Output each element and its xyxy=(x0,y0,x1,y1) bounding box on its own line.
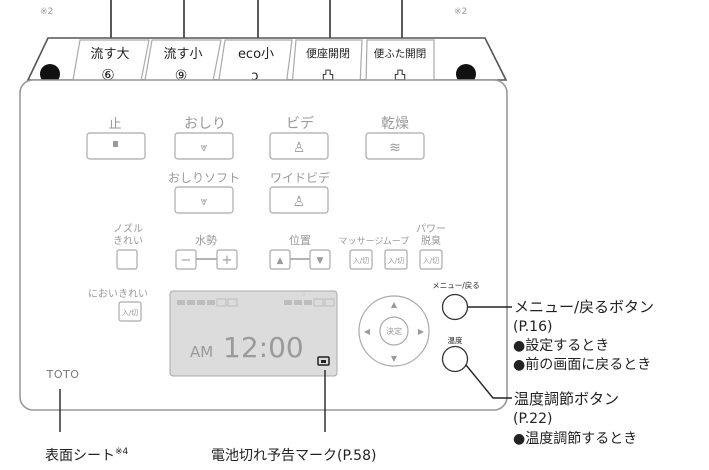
oshiri-soft-label: おしりソフト xyxy=(168,171,240,185)
surface-sheet-callout: 表面シート※4 xyxy=(45,447,129,464)
oshiri-button[interactable] xyxy=(174,132,234,160)
note-left: ※2 xyxy=(40,7,53,17)
position-down-button[interactable] xyxy=(309,249,331,270)
note-right: ※2 xyxy=(454,7,467,17)
decide-label: 決定 xyxy=(386,326,402,336)
battery-callout-page: (P.58) xyxy=(337,448,376,464)
stop-icon xyxy=(113,141,118,147)
oshiri-spray-icon: ⩔ xyxy=(201,140,208,154)
bidet-label: ビデ xyxy=(286,115,314,132)
flush-large-label: 流す大 xyxy=(90,47,129,62)
wide-bidet-label: ワイドビデ xyxy=(270,170,330,185)
odor-label: においきれい xyxy=(88,288,148,300)
menu-callout-bullet1: ●設定するとき xyxy=(513,338,609,354)
nozzle-label-1: ノズル xyxy=(113,222,143,235)
plus-icon: + xyxy=(222,253,233,268)
top-button-eco-small[interactable]: eco小 ↄ xyxy=(217,39,293,87)
triangle-up-icon: ▲ xyxy=(277,256,284,266)
menu-callout-title: メニュー/戻るボタン xyxy=(514,298,654,316)
bidet-button[interactable] xyxy=(269,132,329,160)
battery-warning-fill xyxy=(321,360,326,363)
decide-button[interactable] xyxy=(379,316,409,346)
surface-sheet-note: ※4 xyxy=(115,447,129,457)
battery-warning-icon xyxy=(317,356,330,366)
lcd-time: 12:00 xyxy=(223,331,304,364)
top-button-seat[interactable]: 便座開閉 凸 xyxy=(291,39,363,87)
callout-lines xyxy=(59,306,512,432)
triangle-down-icon: ▼ xyxy=(317,256,324,266)
temp-button[interactable] xyxy=(441,345,469,373)
power-deodorize-button[interactable] xyxy=(419,249,443,270)
menu-callout-bullet2: ●前の画面に戻るとき xyxy=(513,356,651,373)
temperature-level-bars: ⁘ xyxy=(284,291,335,307)
nozzle-clean-button[interactable] xyxy=(116,249,138,270)
dry-label: 乾燥 xyxy=(381,116,409,132)
wide-bidet-button[interactable] xyxy=(269,186,329,214)
stop-label: 止 xyxy=(108,117,121,132)
flush-small-label: 流す小 xyxy=(163,47,202,62)
lcd-display xyxy=(169,290,338,377)
seat-label: 便座開閉 xyxy=(306,46,350,60)
move-button[interactable] xyxy=(384,249,408,270)
wide-bidet-icon: ♙ xyxy=(293,194,306,210)
top-button-lid[interactable]: 便ふた開閉 凸 xyxy=(365,39,435,87)
move-toggle-text: 入/切 xyxy=(388,257,404,265)
battery-callout-text: 電池切れ予告マーク xyxy=(211,448,337,464)
temp-small-label: 温度 xyxy=(448,335,463,345)
water-level-bars xyxy=(177,298,238,307)
left-black-dot xyxy=(40,64,60,84)
massage-toggle-text: 入/切 xyxy=(353,257,369,265)
odor-toggle-text: 入/切 xyxy=(122,309,138,317)
temp-callout-page: (P.22) xyxy=(513,411,552,427)
dry-icon: ≋ xyxy=(389,140,401,156)
water-force-label: 水勢 xyxy=(195,233,217,247)
nozzle-label-2: きれい xyxy=(113,235,143,247)
temp-callout-title: 温度調節ボタン xyxy=(514,390,619,408)
eco-small-icon: ↄ xyxy=(251,69,258,84)
menu-back-button[interactable] xyxy=(441,293,469,321)
right-black-dot xyxy=(456,64,476,84)
water-plus-button[interactable] xyxy=(216,249,238,270)
oshiri-soft-icon: ⩔ xyxy=(201,194,208,208)
power-label-1: パワー xyxy=(416,223,446,235)
odor-button[interactable] xyxy=(118,301,142,322)
top-button-flush-large[interactable]: 流す大 ⑥ xyxy=(71,39,150,87)
bidet-icon: ♙ xyxy=(293,140,306,156)
spray-small-icon: ⁘ xyxy=(300,291,306,299)
dpad-up-icon[interactable]: ▲ xyxy=(391,300,398,309)
massage-button[interactable] xyxy=(349,249,373,270)
battery-callout: 電池切れ予告マーク(P.58) xyxy=(211,448,376,464)
eco-small-label: eco小 xyxy=(238,47,274,62)
minus-icon: − xyxy=(181,253,192,268)
move-label: ムーブ xyxy=(383,235,409,247)
surface-sheet-text: 表面シート xyxy=(45,448,115,464)
power-label-2: 脱臭 xyxy=(421,234,441,247)
oshiri-label: おしり xyxy=(184,116,226,132)
menu-callout-page: (P.16) xyxy=(513,319,552,335)
temp-callout-bullet1: ●温度調節するとき xyxy=(513,430,637,447)
dry-button[interactable] xyxy=(365,132,425,160)
menu-back-small-label: メニュー/戻る xyxy=(432,280,480,290)
oshiri-soft-button[interactable] xyxy=(174,186,234,214)
dpad-down-icon[interactable]: ▼ xyxy=(391,354,398,363)
top-leader-lines xyxy=(110,0,403,40)
lid-label: 便ふた開閉 xyxy=(374,47,427,60)
dpad-right-icon[interactable]: ▶ xyxy=(418,327,425,336)
massage-label: マッサージ xyxy=(339,236,384,247)
brand-logo: TOTO xyxy=(46,368,80,381)
top-button-flush-small[interactable]: 流す小 ⑨ xyxy=(143,39,222,87)
position-label: 位置 xyxy=(289,233,311,247)
dpad-left-icon[interactable]: ◀ xyxy=(364,327,371,336)
lcd-ampm: AM xyxy=(190,343,213,361)
power-toggle-text: 入/切 xyxy=(423,257,439,265)
